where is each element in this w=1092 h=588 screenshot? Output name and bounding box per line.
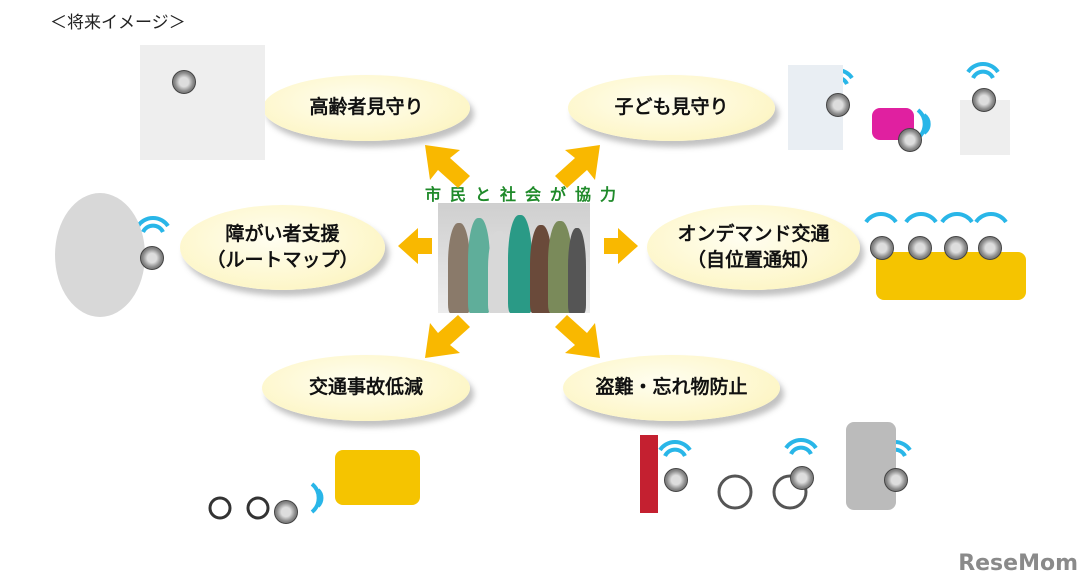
beacon-tag-icon <box>898 128 922 152</box>
wifi-icon <box>966 62 1000 80</box>
wifi-icons <box>136 52 1008 514</box>
taxi-illustration <box>335 450 420 505</box>
bubble-elderly-watch: 高齢者見守り <box>263 75 470 141</box>
arrow-up-left <box>425 145 470 188</box>
beacon-tag-icon <box>908 236 932 260</box>
beacon-tag-icon <box>944 236 968 260</box>
wifi-icon <box>310 482 324 514</box>
bubble-disability-support: 障がい者支援 （ルートマップ） <box>180 205 385 290</box>
beacon-tag-icon <box>172 70 196 94</box>
beacon-tag-icon <box>972 88 996 112</box>
arrow-down-left <box>425 315 470 358</box>
beacon-tag-icon <box>870 236 894 260</box>
bubble-label: オンデマンド交通 <box>677 222 830 245</box>
beacon-tag-icon <box>274 500 298 524</box>
elderly-illustration <box>140 45 265 160</box>
suitcase-illustration <box>846 422 896 510</box>
arrow-down-right <box>555 315 600 358</box>
ski-illustration <box>640 435 658 513</box>
bubble-accident-reduction: 交通事故低減 <box>262 355 470 421</box>
wifi-icon <box>864 212 1008 224</box>
bubble-sublabel: （自位置通知） <box>686 248 820 271</box>
illustrations <box>55 45 1026 520</box>
bubble-ondemand-transport: オンデマンド交通 （自位置通知） <box>647 205 860 290</box>
beacon-tag-icon <box>826 93 850 117</box>
wifi-icon <box>784 438 818 456</box>
beacon-tag-icon <box>664 468 688 492</box>
resemom-watermark-logo: ReseMom <box>958 551 1078 576</box>
wifi-icon <box>136 216 170 234</box>
bubble-label: 交通事故低減 <box>308 376 423 399</box>
arrow-right <box>604 228 638 264</box>
bubble-label: 盗難・忘れ物防止 <box>595 376 748 399</box>
bubble-theft-prevention: 盗難・忘れ物防止 <box>563 355 780 421</box>
wifi-icon <box>658 440 692 458</box>
bus-illustration <box>876 252 1026 300</box>
arrow-left <box>398 228 432 264</box>
bubble-label: 子ども見守り <box>614 96 729 119</box>
arrow-up-right <box>555 145 600 188</box>
bubble-label: 障がい者支援 <box>225 222 340 245</box>
beacon-tag-icon <box>790 466 814 490</box>
wheelchair-illustration <box>55 193 145 317</box>
bubble-child-watch: 子ども見守り <box>568 75 775 141</box>
community-photo <box>438 203 590 313</box>
beacon-tag-icon <box>884 468 908 492</box>
beacon-tag-icon <box>140 246 164 270</box>
bike-illustration <box>717 474 753 510</box>
bubble-sublabel: （ルートマップ） <box>206 248 359 271</box>
bicycle-illustration <box>208 496 232 520</box>
center-label: 市民と社会が協力 <box>424 185 625 204</box>
diagram-title: ＜将来イメージ＞ <box>50 13 186 33</box>
bubble-label: 高齢者見守り <box>309 96 424 119</box>
beacon-tag-icon <box>978 236 1002 260</box>
